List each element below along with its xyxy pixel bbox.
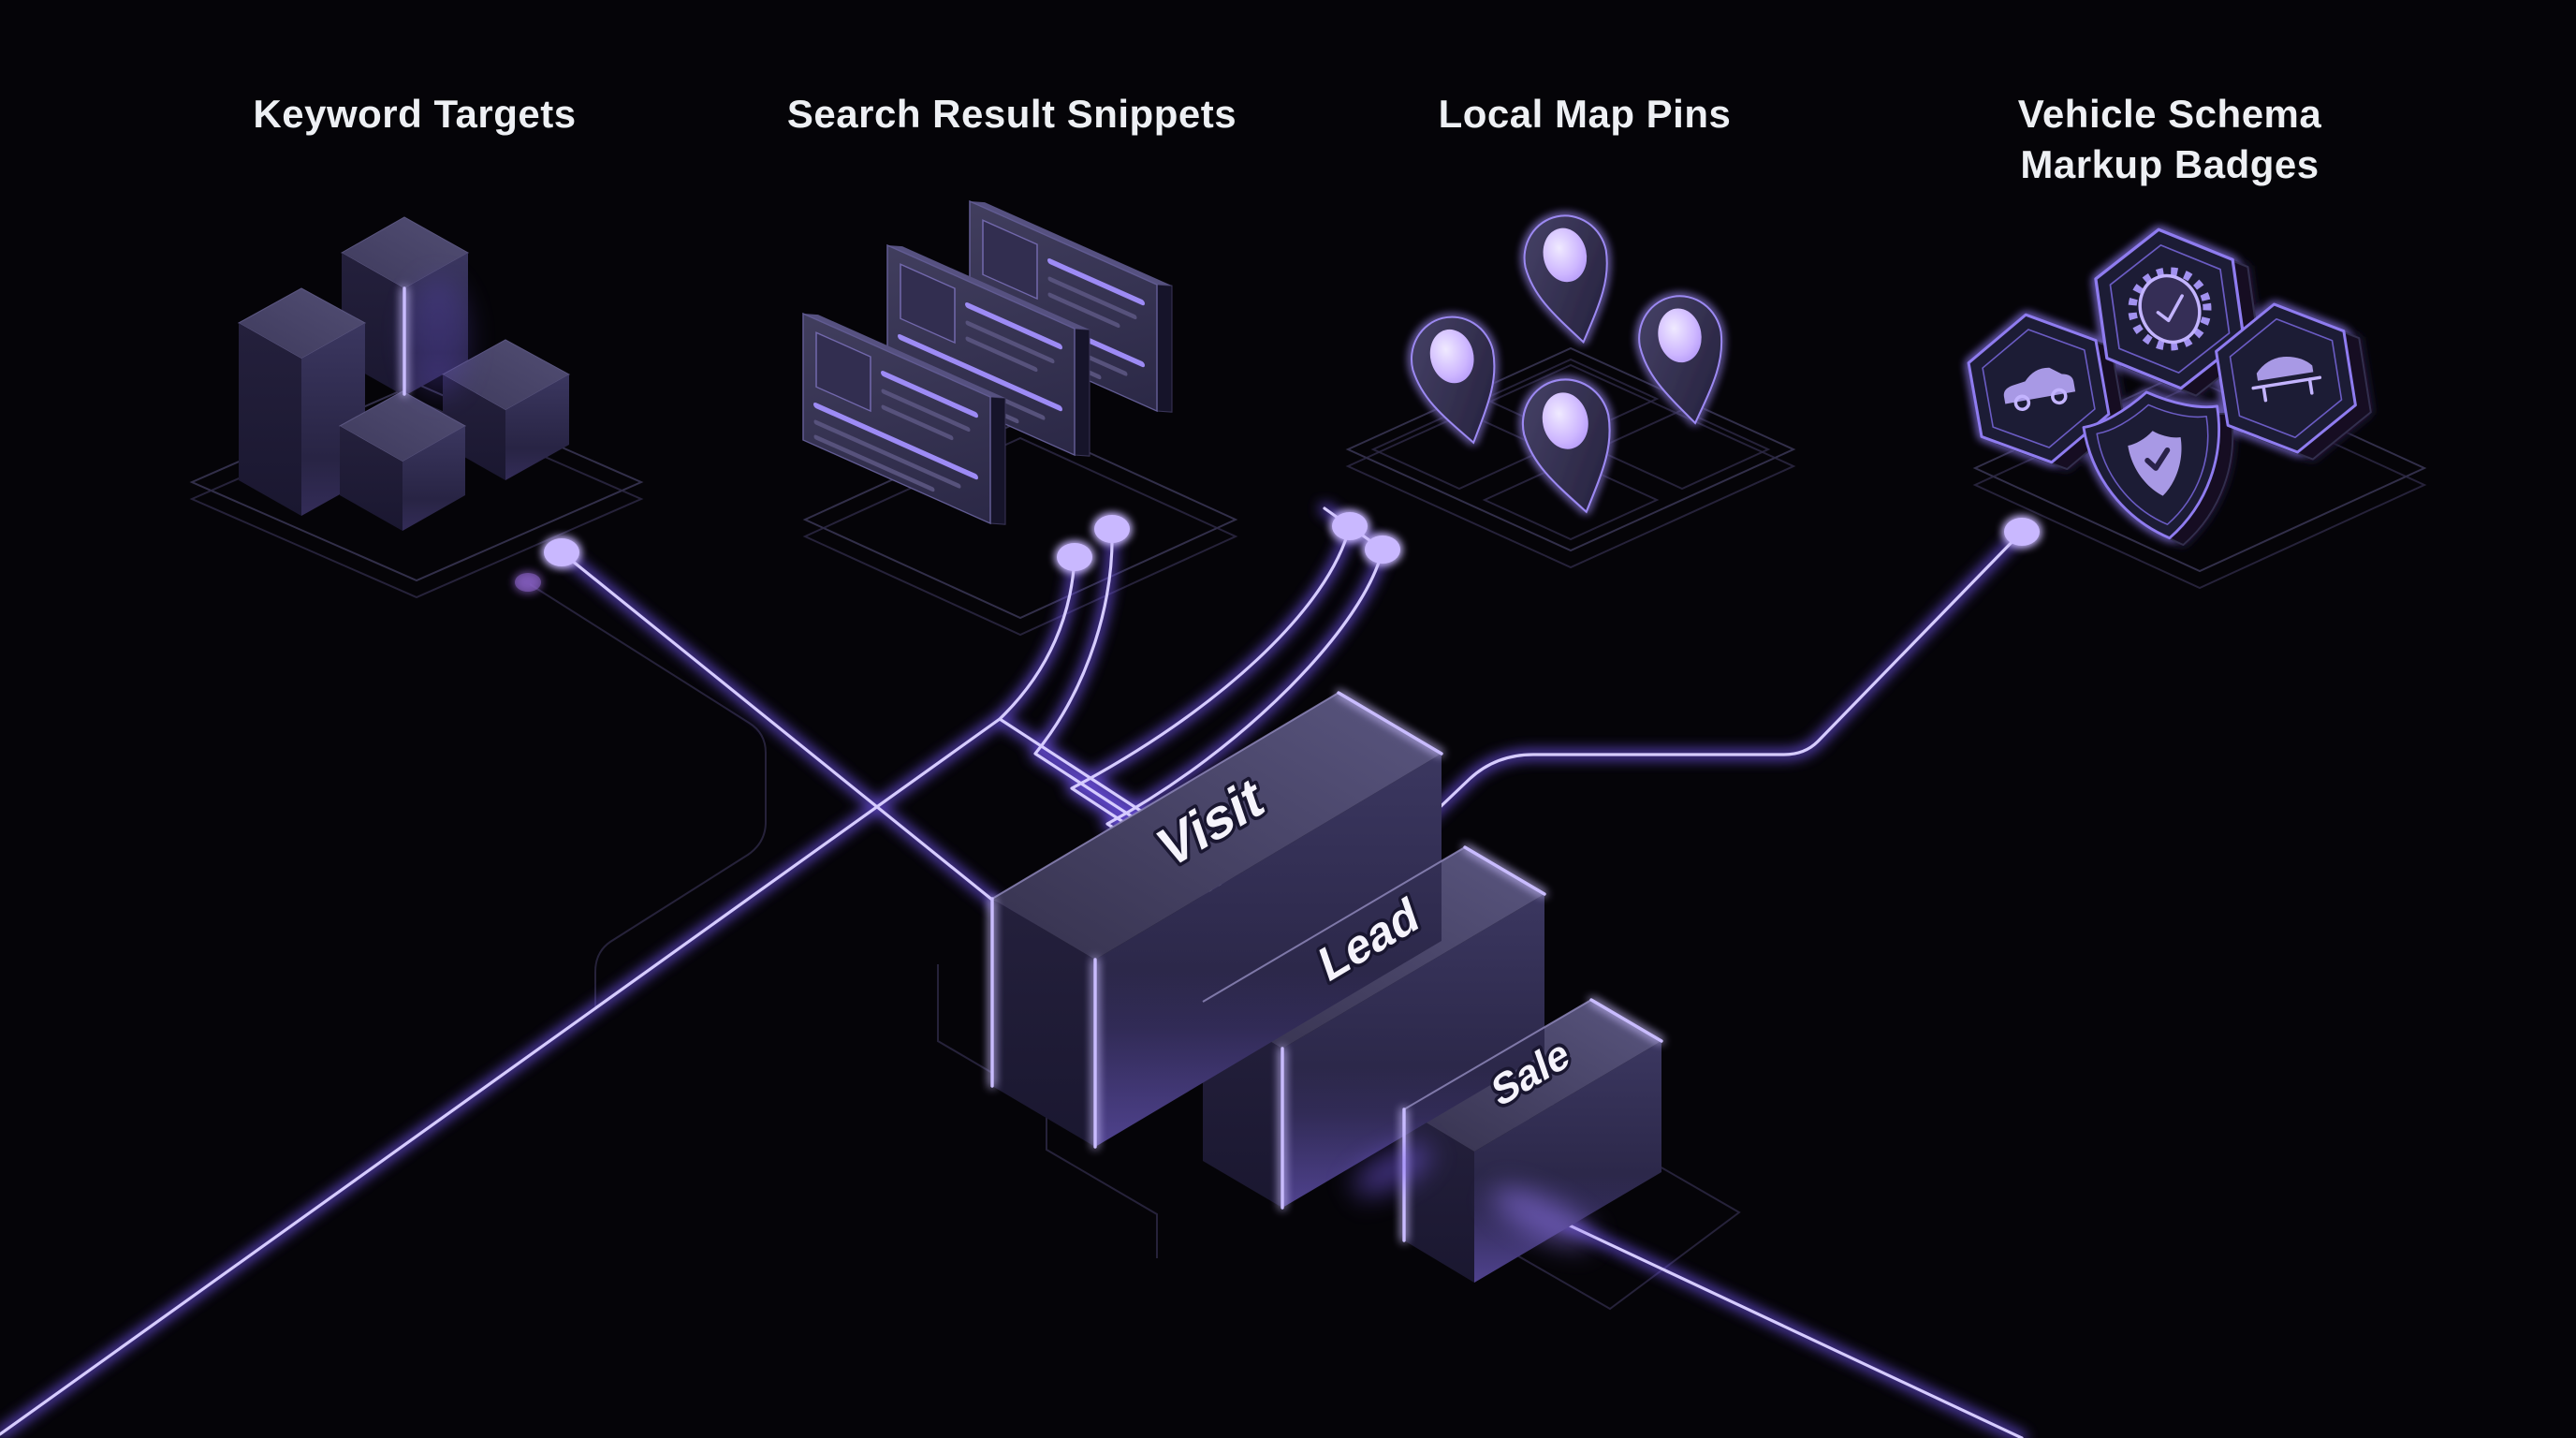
connector-dot [1057,543,1092,571]
car-icon [2003,367,2076,412]
map-pin [1515,207,1625,352]
map-pin [1513,370,1630,523]
title-vehicle-schema-line2: Markup Badges [2020,142,2319,186]
connector-dot [544,538,579,566]
title-keyword-targets: Keyword Targets [253,92,576,136]
pins-platform-outline [1345,346,1796,552]
connector-dot [1094,515,1130,543]
search-result-snippets-illustration [803,196,1172,530]
connector-dot [1332,512,1368,540]
title-vehicle-schema-line1: Vehicle Schema [2018,92,2322,136]
keyword-targets-illustration [237,216,571,531]
certified-gear-check-icon [2128,267,2212,351]
funnel-step-outline [937,964,1158,1258]
badge-car [1960,301,2132,482]
car-lift-icon [2251,357,2322,403]
bar-cube-right [441,339,571,480]
connector-dots [515,512,2040,592]
connector-dot [1365,536,1400,564]
badge-car-lift [2208,292,2378,471]
badge-certified [2088,218,2266,406]
title-local-map-pins: Local Map Pins [1439,92,1732,136]
background-circuit-outline [529,583,767,1006]
title-search-result-snippets: Search Result Snippets [787,92,1237,136]
connector-dot-dim [515,573,541,592]
funnel-blocks: Visit Lead Sale [402,286,1663,1283]
shield-check-icon [2128,431,2182,496]
vehicle-badges-illustration [1960,218,2378,557]
section-titles: Keyword Targets Search Result Snippets L… [253,92,2322,186]
map-pin [1631,288,1737,432]
badges-platform-outline [1972,363,2427,573]
map-pin [1401,307,1515,454]
bar-cube-front [338,390,467,531]
connector-dot [2004,518,2040,546]
badge-shield [2078,380,2251,557]
funnel-block-visit [992,693,1442,1147]
